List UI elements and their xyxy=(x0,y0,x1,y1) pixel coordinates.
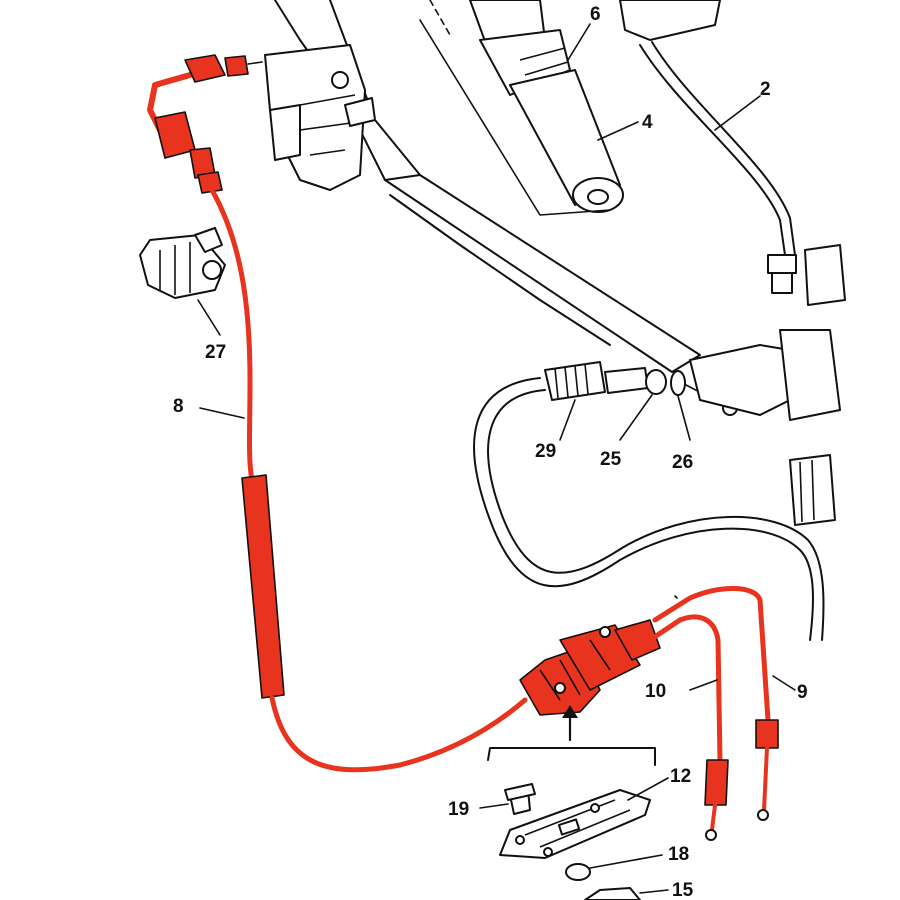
cable-junction-box[interactable] xyxy=(519,619,661,716)
part-27-switch xyxy=(139,227,226,336)
callout-10: 10 xyxy=(645,681,666,702)
junction-detail xyxy=(479,705,669,900)
part-10-cable xyxy=(647,614,729,841)
callout-12: 12 xyxy=(670,766,691,787)
callout-26: 26 xyxy=(672,452,693,473)
callout-25: 25 xyxy=(600,449,622,470)
callout-19: 19 xyxy=(448,799,469,820)
callout-2: 2 xyxy=(760,79,771,100)
right-edge-parts xyxy=(789,454,836,526)
callout-8: 8 xyxy=(173,396,184,417)
leader-lines xyxy=(199,23,796,801)
throttle-grip xyxy=(419,0,624,216)
cable-adjuster xyxy=(544,329,841,441)
callouts: 6 2 4 27 8 29 25 26 10 9 12 19 18 15 xyxy=(173,4,808,900)
part-9-cable xyxy=(652,586,779,821)
callout-6: 6 xyxy=(590,4,601,25)
callout-9: 9 xyxy=(797,682,808,703)
callout-29: 29 xyxy=(535,441,556,462)
mirror-stay xyxy=(619,0,846,306)
part-8-cable xyxy=(147,54,528,773)
throttle-housing xyxy=(264,44,376,191)
black-cable-loop xyxy=(473,377,825,641)
callout-4: 4 xyxy=(642,112,653,133)
callout-18: 18 xyxy=(668,844,689,865)
callout-27: 27 xyxy=(205,342,226,363)
callout-15: 15 xyxy=(672,880,694,900)
